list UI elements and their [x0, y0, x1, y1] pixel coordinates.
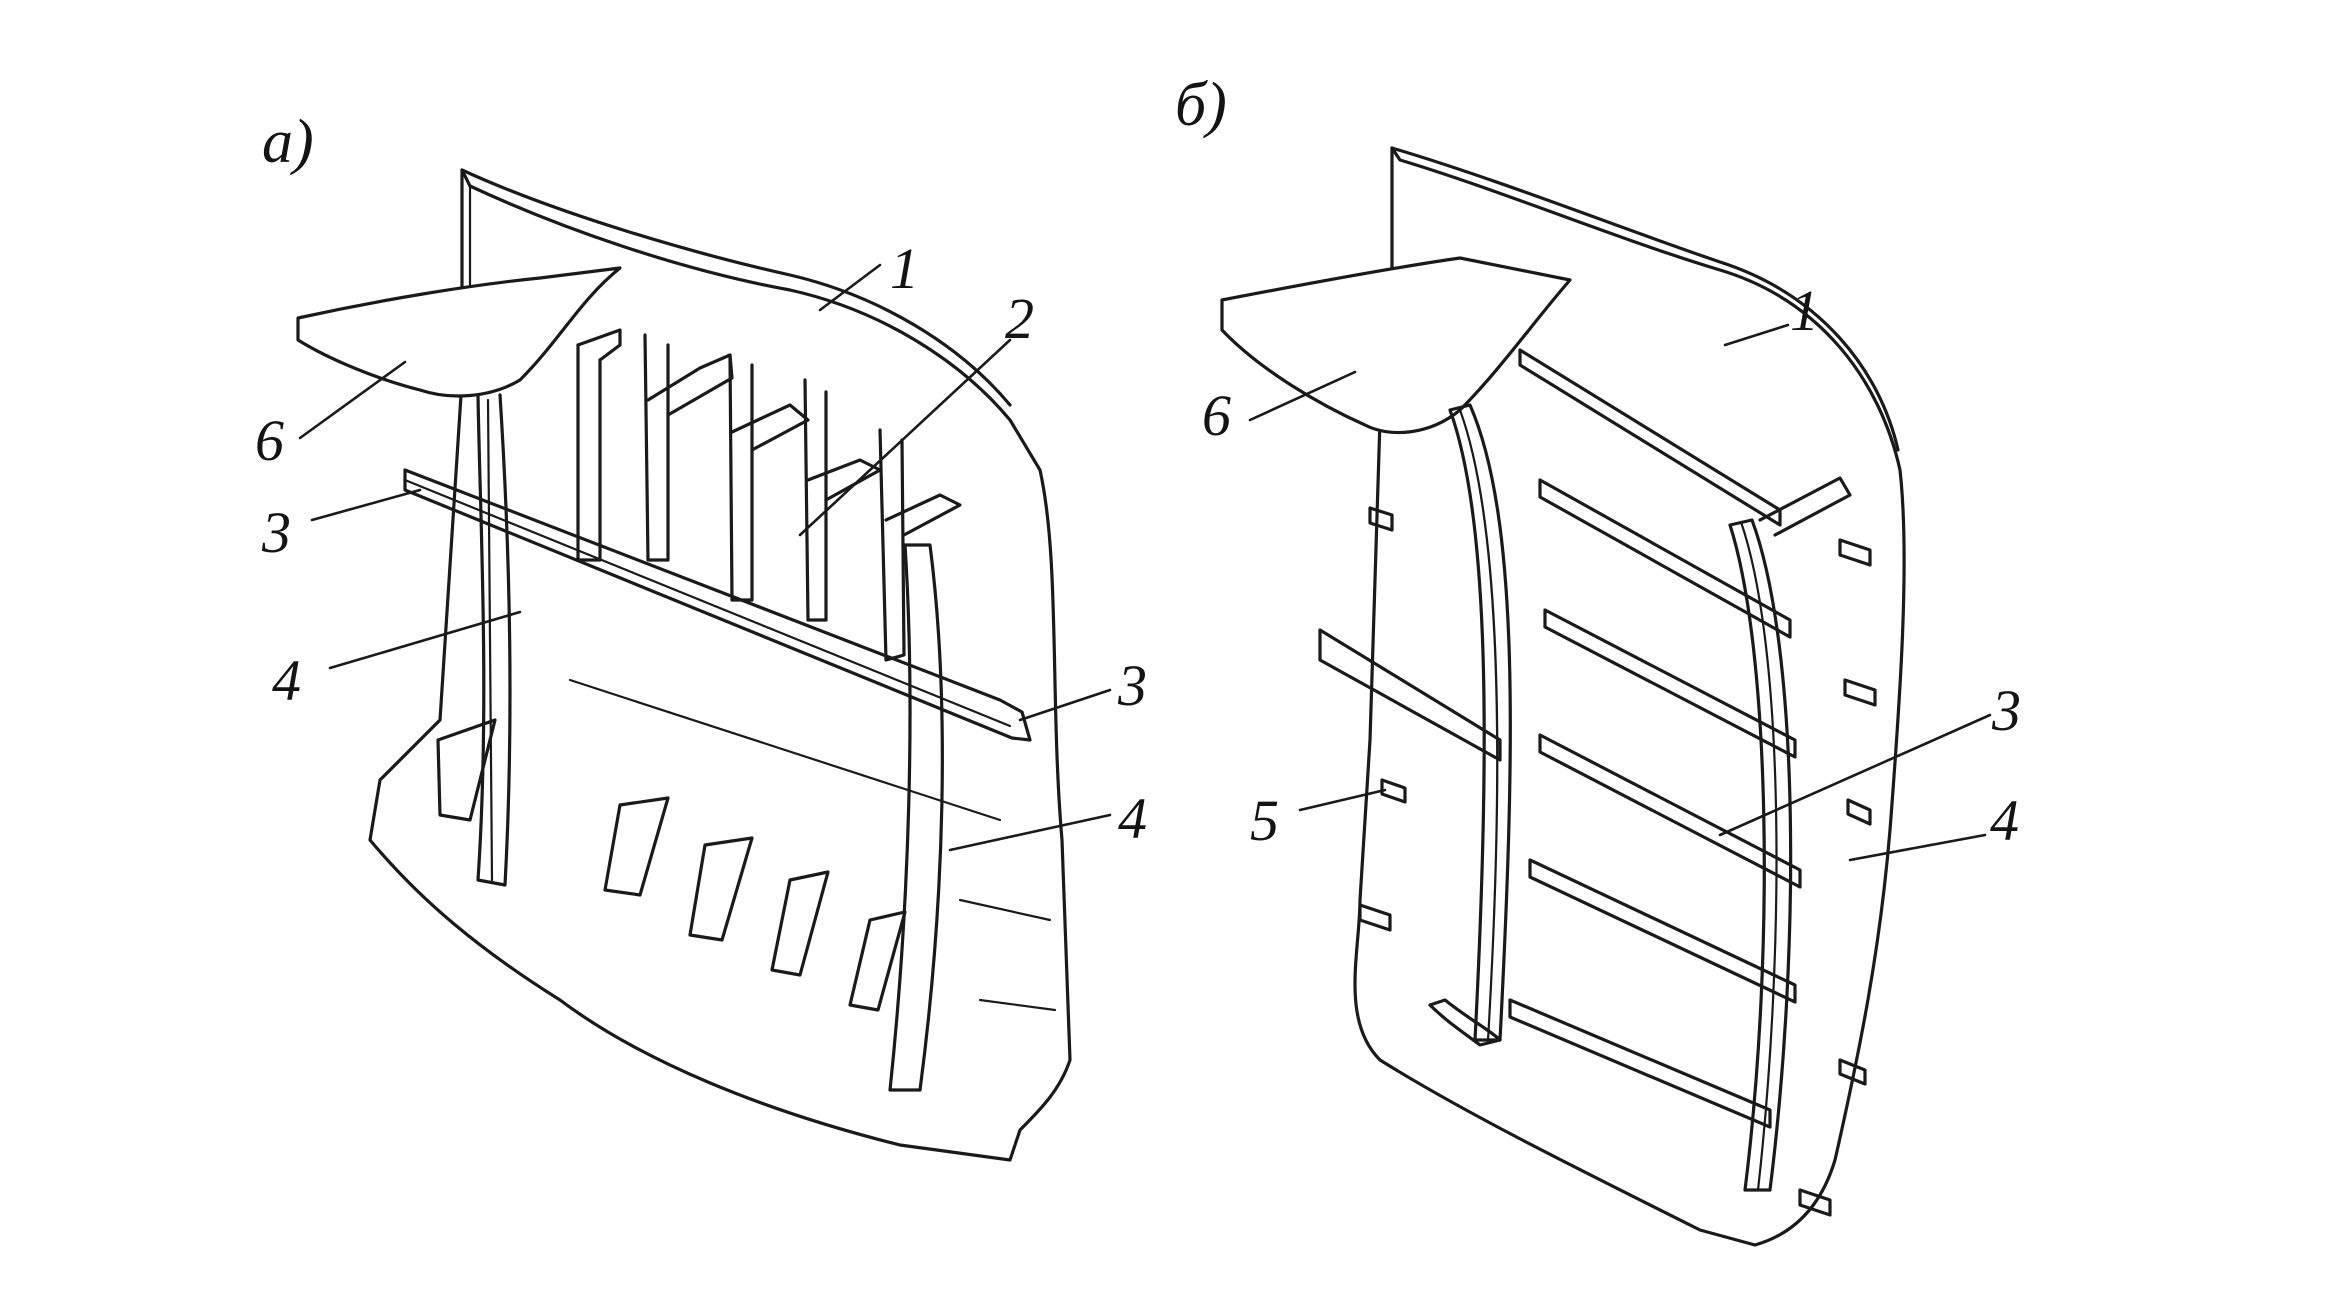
panel-b-leaders: [1248, 323, 1992, 862]
panel-b: б): [1175, 71, 2021, 1247]
panel-a: а): [255, 108, 1147, 1162]
panel-b-callout-5: 5: [1250, 788, 1279, 853]
panel-b-web-frames: [1428, 403, 1852, 1192]
panel-b-longitudinals: [1318, 348, 1877, 1217]
panel-a-bottom-brackets: [436, 718, 907, 1012]
panel-a-letter: а): [262, 108, 314, 176]
panel-b-callout-1: 1: [1790, 278, 1819, 343]
panel-a-callout-6: 6: [255, 408, 284, 473]
panel-a-leaders: [298, 263, 1112, 852]
panel-b-deck-plate: [1220, 256, 1572, 435]
panel-a-seams: [568, 678, 1057, 1012]
panel-a-web-frame: [888, 543, 944, 1092]
panel-b-callout-4: 4: [1990, 788, 2019, 853]
panel-b-top-flange: [1390, 146, 1900, 452]
panel-b-callout-6: 6: [1202, 383, 1231, 448]
panel-a-shell-plating: [368, 168, 1072, 1162]
panel-a-callout-3b: 3: [1117, 653, 1147, 718]
panel-a-stringer: [403, 468, 1032, 742]
panel-a-callout-3: 3: [261, 500, 291, 565]
panel-a-callout-4b: 4: [1118, 786, 1147, 851]
panel-a-callout-1: 1: [890, 236, 919, 301]
panel-b-callout-3: 3: [1991, 678, 2021, 743]
panel-b-letter: б): [1175, 71, 1227, 139]
panel-a-top-flange: [460, 168, 1012, 407]
panel-a-callout-4: 4: [272, 648, 301, 713]
panel-a-callout-2: 2: [1005, 286, 1034, 351]
